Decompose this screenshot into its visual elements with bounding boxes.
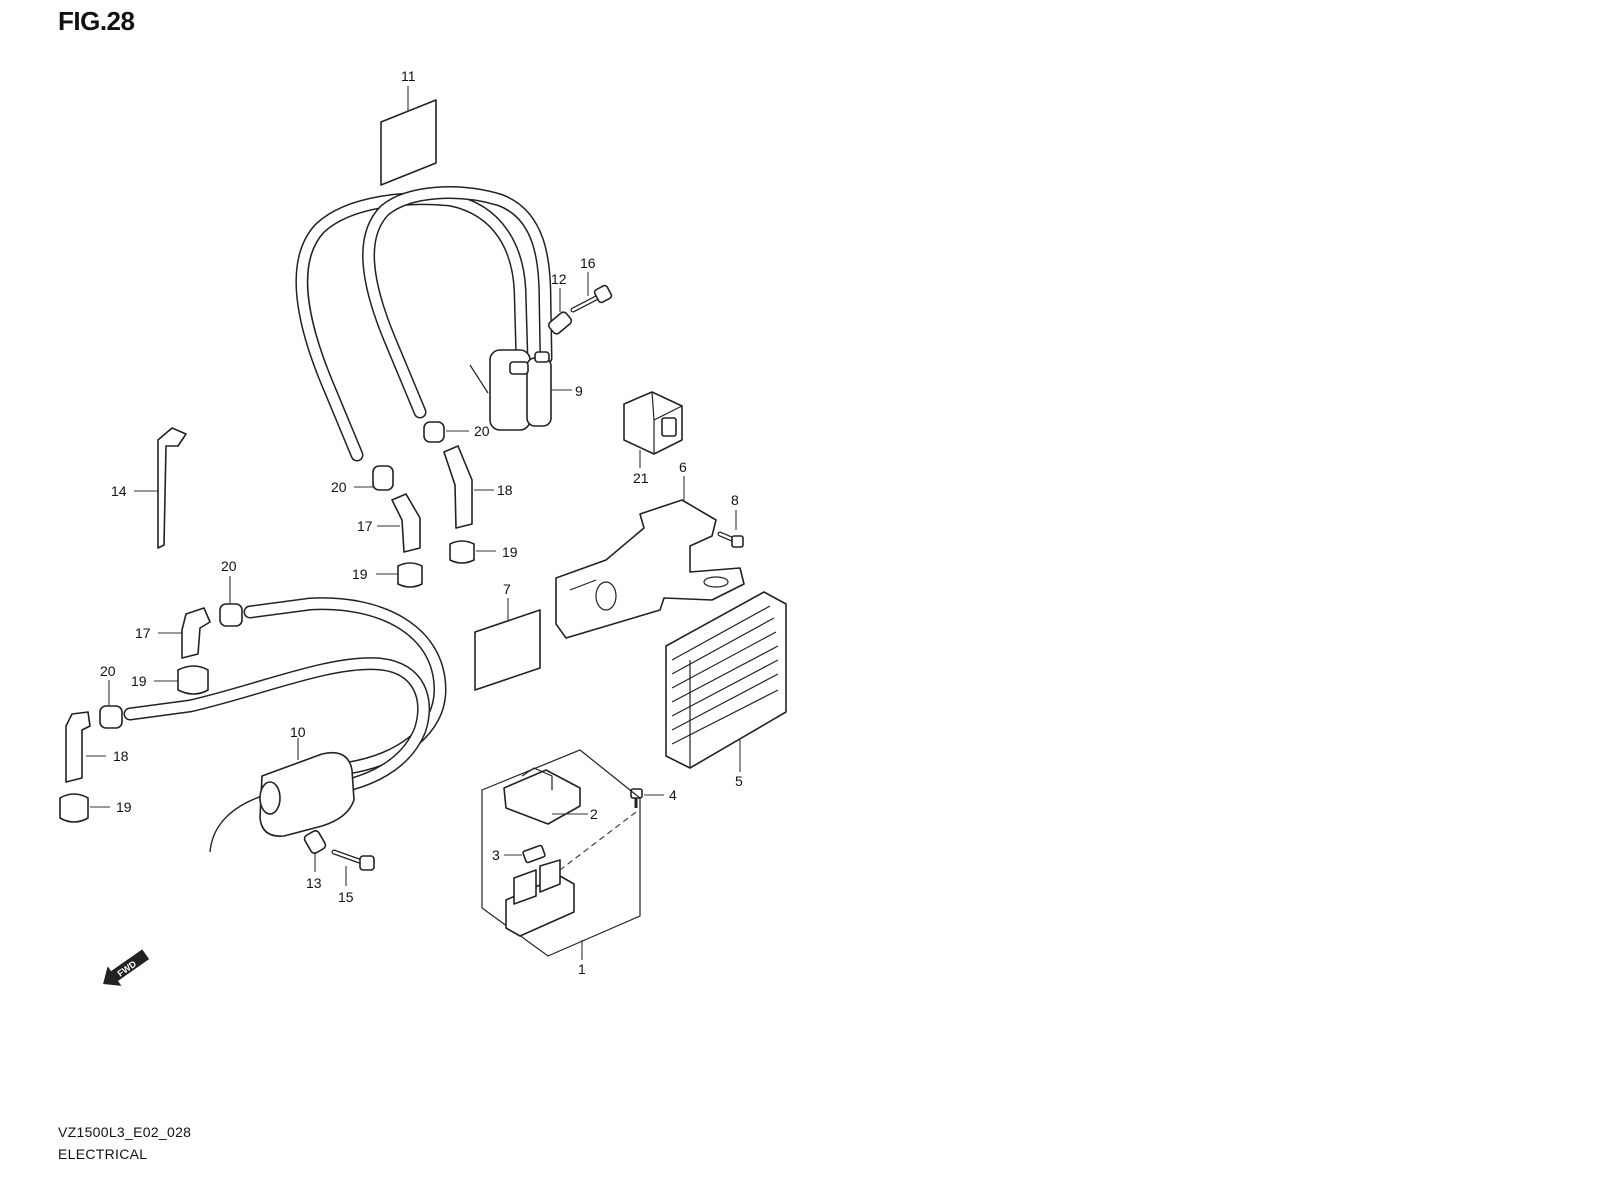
part-11-label-sheet <box>380 86 437 186</box>
part-1-relay-body <box>505 859 575 937</box>
part-18-plug-cap-lower <box>65 711 106 783</box>
callout-17-upper: 17 <box>357 518 373 534</box>
callout-2: 2 <box>590 806 598 822</box>
callout-20-lower-upper: 20 <box>221 558 237 574</box>
part-19-cover-lower-lower <box>59 793 110 823</box>
part-13-spacer <box>303 830 327 872</box>
callout-19-upper-left: 19 <box>352 566 368 582</box>
callout-4: 4 <box>669 787 677 803</box>
part-19-cover-upper-right <box>449 540 496 564</box>
callout-14: 14 <box>111 483 127 499</box>
callout-labels: 11 12 16 9 20 21 6 8 14 20 18 17 19 19 2… <box>100 68 743 977</box>
part-20-seal-upper-left <box>354 465 394 491</box>
callout-19-upper-right: 19 <box>502 544 518 560</box>
part-19-cover-upper-left <box>376 562 423 588</box>
part-8-bolt <box>717 510 744 548</box>
callout-1: 1 <box>578 961 586 977</box>
part-3-fuse <box>504 844 546 864</box>
part-12-spacer <box>547 288 573 335</box>
figure-name: ELECTRICAL <box>58 1146 148 1162</box>
part-18-plug-cap-upper <box>443 445 494 529</box>
callout-20-upper-right: 20 <box>474 423 490 439</box>
callout-9: 9 <box>575 383 583 399</box>
figure-title: FIG.28 <box>58 6 135 36</box>
part-14-cable-tie <box>134 427 187 549</box>
callout-19-lower-lower: 19 <box>116 799 132 815</box>
part-20-seal-upper-right <box>423 421 469 443</box>
callout-18-lower: 18 <box>113 748 129 764</box>
callout-21: 21 <box>633 470 649 486</box>
part-16-bolt <box>570 272 613 313</box>
callout-11: 11 <box>401 68 416 84</box>
callout-3: 3 <box>492 847 500 863</box>
upper-ignition-leads <box>295 186 553 462</box>
part-17-plug-cap-lower <box>158 607 211 659</box>
callout-17-lower: 17 <box>135 625 151 641</box>
part-10-ignition-coil <box>209 738 355 853</box>
part-6-bracket <box>555 476 745 639</box>
lower-ignition-leads <box>123 597 447 791</box>
figure-code: VZ1500L3_E02_028 <box>58 1124 192 1140</box>
callout-12: 12 <box>551 271 567 287</box>
part-7-label-sheet <box>474 598 541 691</box>
callout-6: 6 <box>679 459 687 475</box>
part-2-relay-cover <box>503 767 588 825</box>
callout-20-upper-left: 20 <box>331 479 347 495</box>
callout-19-lower-upper: 19 <box>131 673 147 689</box>
part-9-ignition-coil <box>469 349 572 431</box>
callout-8: 8 <box>731 492 739 508</box>
callout-13: 13 <box>306 875 322 891</box>
forward-arrow-icon: FWD <box>103 949 150 986</box>
part-1-starter-relay-group <box>481 749 641 960</box>
part-4-bolt <box>559 788 664 871</box>
part-19-cover-lower-upper <box>154 665 209 695</box>
part-20-seal-lower-upper <box>219 576 243 627</box>
callout-18-upper: 18 <box>497 482 513 498</box>
callout-20-lower-lower: 20 <box>100 663 116 679</box>
part-17-plug-cap-upper <box>377 493 421 553</box>
callout-10: 10 <box>290 724 306 740</box>
part-20-seal-lower-lower <box>99 680 123 729</box>
part-21-relay <box>623 391 683 468</box>
callout-5: 5 <box>735 773 743 789</box>
part-15-bolt <box>331 849 375 886</box>
callout-16: 16 <box>580 255 596 271</box>
callout-15: 15 <box>338 889 354 905</box>
callout-7: 7 <box>503 581 511 597</box>
part-5-regulator-rectifier <box>665 591 787 772</box>
